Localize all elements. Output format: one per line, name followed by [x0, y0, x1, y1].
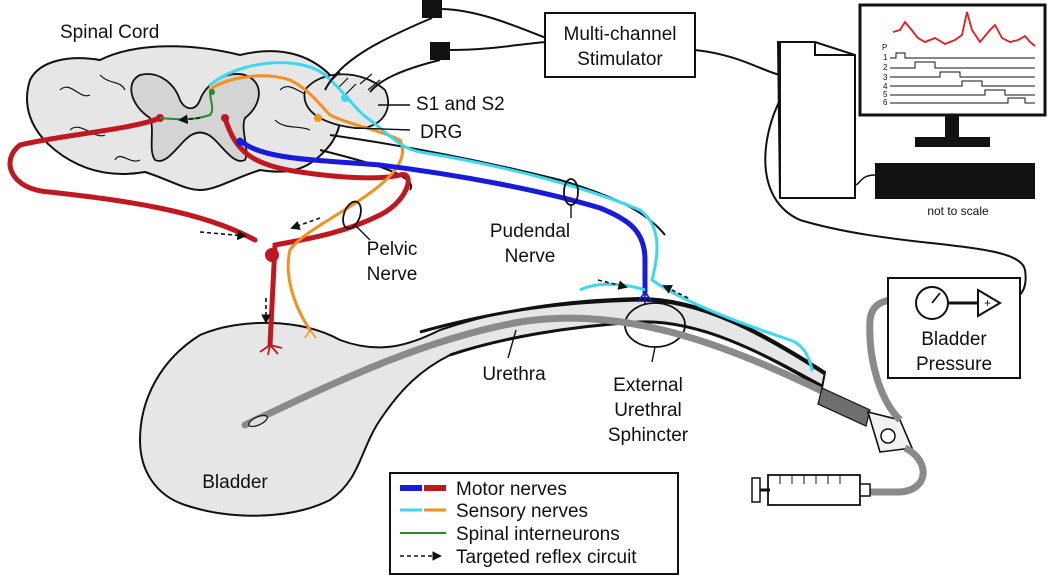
- bladder-label: Bladder: [202, 472, 268, 493]
- pudendal-sheath: [329, 134, 666, 236]
- amplifier-plus: +: [984, 296, 991, 310]
- pelvic-motor-nerve: [222, 115, 411, 348]
- sphincter-label-line1: External: [613, 375, 683, 396]
- electrode-connector-top: [422, 0, 442, 18]
- catheter-tube: [241, 314, 844, 429]
- sphincter-label-line3: Sphincter: [608, 425, 689, 446]
- monitor-base: [915, 137, 990, 147]
- spinal-cord-label: Spinal Cord: [60, 22, 159, 43]
- blue-motor-soma: [236, 138, 244, 146]
- syringe-line: [860, 444, 927, 496]
- catheter-connector: [817, 387, 871, 427]
- gauge-needle: [931, 292, 941, 304]
- reflex-arrow: [597, 279, 628, 290]
- orange-sensory-soma: [314, 114, 322, 122]
- orange-sensory-terminal: [304, 329, 317, 339]
- stimulator-to-computer-cable: [694, 49, 781, 76]
- monitor-stand: [945, 115, 959, 137]
- interneuron-path: [159, 91, 214, 121]
- stopcock-valve: [880, 428, 896, 444]
- anatomy-labels: Spinal Cord S1 and S2 DRG Pelvic Nerve P…: [60, 22, 689, 493]
- computer-tower: [776, 41, 856, 199]
- reflex-arrow: [662, 285, 689, 299]
- pelvic-label-line1: Pelvic: [367, 239, 418, 260]
- channel-tick-2: 2: [883, 63, 888, 72]
- nerves: [7, 61, 814, 372]
- bladder-motor-terminals: [259, 344, 283, 356]
- channel-tick-p: P: [882, 43, 887, 52]
- sphincter-leader: [651, 346, 656, 363]
- electrode-connector-bottom: [430, 42, 450, 60]
- catheter-tip: [248, 414, 268, 428]
- legend-label-reflex: Targeted reflex circuit: [456, 547, 637, 568]
- interneuron-soma: [209, 89, 215, 95]
- stimulator-label-line1: Multi-channel: [564, 24, 677, 45]
- syringe-barrel: [767, 474, 861, 506]
- amplifier-symbol: [977, 288, 1002, 318]
- drg-leader: [354, 127, 411, 131]
- legend-label-interneuron: Spinal interneurons: [456, 524, 620, 545]
- pelvic-motor-preganglionic: [7, 115, 258, 243]
- cyan-sensory-soma: [341, 94, 349, 102]
- pudendal-sensory-nerve: [208, 61, 814, 372]
- pressure-label-line2: Pressure: [916, 354, 992, 375]
- monitor-frame: [858, 3, 1047, 117]
- motor-soma-right: [221, 114, 229, 122]
- channel-tick-6: 6: [883, 98, 888, 107]
- drg-label: DRG: [420, 122, 462, 143]
- syringe-plunger-head: [751, 477, 761, 503]
- keyboard-cable: [854, 174, 876, 186]
- pressure-trace: [892, 11, 1036, 47]
- pelvic-sheath: [319, 149, 413, 191]
- syringe: [751, 474, 871, 506]
- s1-s2-root-markers: [329, 71, 381, 95]
- urethra-label: Urethra: [482, 364, 546, 385]
- channel-tick-4: 4: [883, 82, 888, 91]
- computer: not to scale P 1 2 3 4 5 6: [764, 3, 1047, 301]
- legend-label-sensory: Sensory nerves: [456, 501, 588, 522]
- pelvic-ganglion: [265, 248, 279, 262]
- channel-tick-1: 1: [883, 53, 888, 62]
- keyboard: [875, 163, 1035, 199]
- bladder-pressure-box: [887, 277, 1021, 379]
- not-to-scale-label: not to scale: [927, 204, 989, 218]
- urethral-sensory-branch: [579, 282, 646, 292]
- pressure-label-line1: Bladder: [921, 329, 987, 350]
- syringe-nozzle: [859, 483, 871, 497]
- pelvic-leader: [355, 225, 371, 241]
- legend: Motor nerves Sensory nerves Spinal inter…: [389, 472, 679, 575]
- reflex-arrow: [290, 217, 321, 230]
- urethra-leader: [507, 329, 517, 359]
- channel-tick-5: 5: [883, 90, 888, 99]
- reflex-circuit-arrows: [178, 114, 689, 324]
- reflex-arrow: [178, 114, 201, 125]
- pelvic-nerve-cuff: [342, 200, 362, 230]
- electrode-wire: [324, 8, 547, 93]
- stimulator-box: [544, 12, 696, 78]
- legend-label-motor: Motor nerves: [456, 479, 567, 500]
- s1-s2-label: S1 and S2: [416, 94, 505, 115]
- pudendal-label-line2: Nerve: [505, 246, 556, 267]
- sphincter-label-line2: Urethral: [614, 400, 682, 421]
- pelvic-label-line2: Nerve: [367, 264, 418, 285]
- tower-cable: [764, 99, 1027, 301]
- pudendal-motor-nerve: [237, 137, 648, 295]
- pudendal-label-line1: Pudendal: [490, 221, 570, 242]
- bladder-pressure-module: + Bladder Pressure: [887, 277, 1021, 379]
- channel-tick-3: 3: [883, 73, 888, 82]
- stimulator-label-line2: Stimulator: [577, 49, 663, 70]
- reflex-arrow: [199, 230, 247, 241]
- stimulator-setup: Multi-channel Stimulator: [324, 0, 781, 93]
- sphincter-motor-terminals: [637, 291, 653, 304]
- white-matter-folds: [59, 74, 311, 162]
- stimulation-channel-traces: [890, 52, 1035, 104]
